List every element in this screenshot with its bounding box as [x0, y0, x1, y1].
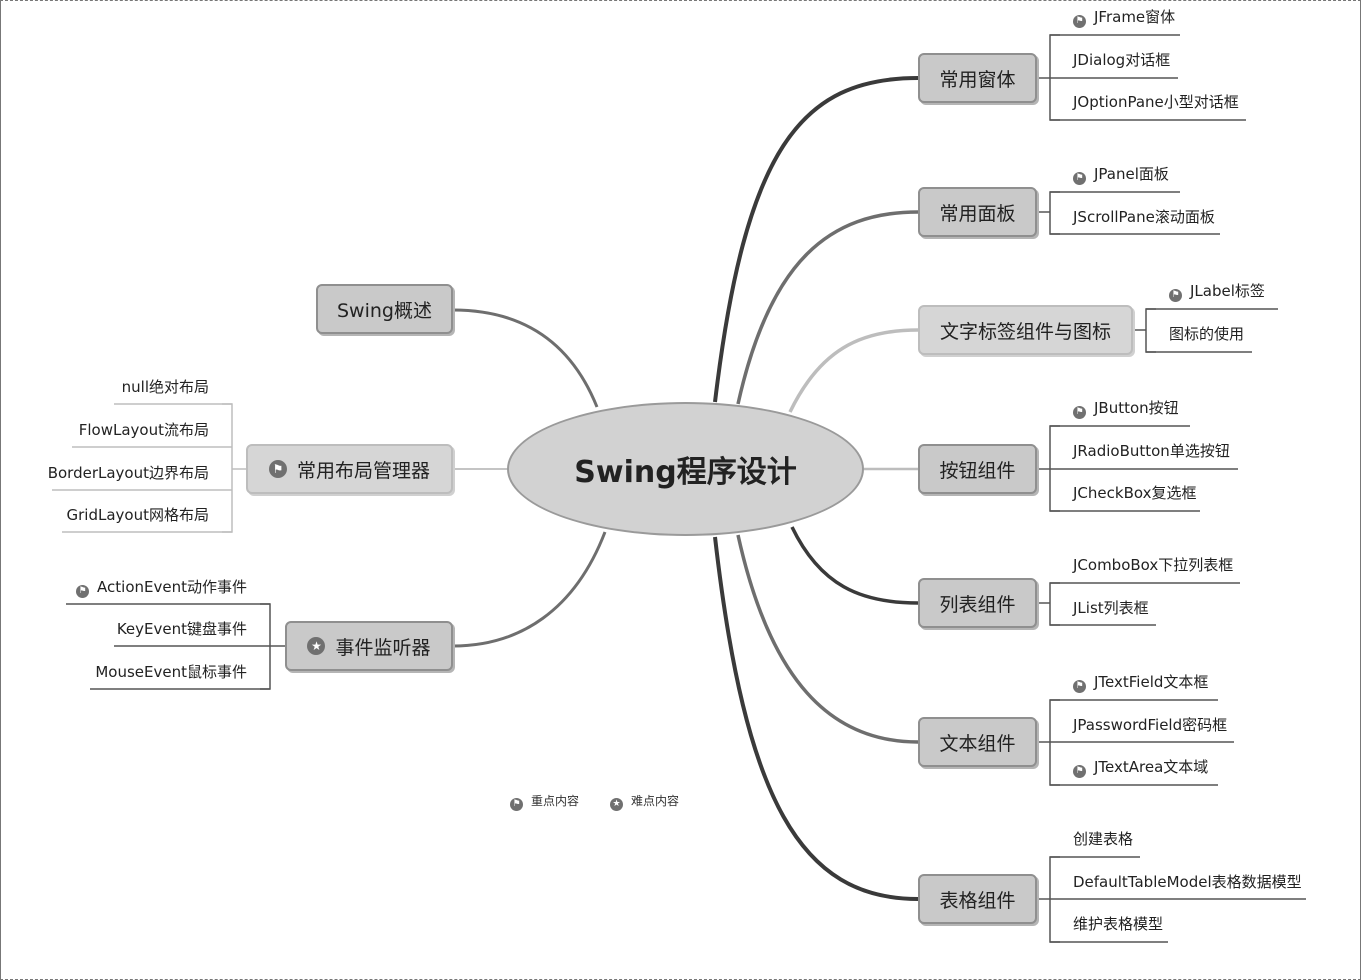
- topic-label: 事件监听器: [335, 636, 431, 659]
- topic-text-labels-icons[interactable]: 文字标签组件与图标: [918, 305, 1133, 355]
- leaf-grid-layout[interactable]: GridLayout网格布局: [66, 506, 209, 524]
- topic-common-panels[interactable]: 常用面板: [918, 187, 1037, 237]
- leaf-jdialog[interactable]: JDialog对话框: [1073, 51, 1171, 69]
- leaf-jframe[interactable]: ⚑ JFrame窗体: [1073, 8, 1175, 28]
- topic-layout-managers[interactable]: ⚑ 常用布局管理器: [246, 444, 453, 494]
- leaf-jtextarea[interactable]: ⚑ JTextArea文本域: [1073, 758, 1208, 778]
- flag-icon: ⚑: [76, 585, 90, 598]
- leaf-null-layout[interactable]: null绝对布局: [121, 378, 209, 396]
- leaf-jtextfield[interactable]: ⚑ JTextField文本框: [1073, 673, 1208, 693]
- topic-table-components[interactable]: 表格组件: [918, 874, 1037, 924]
- leaf-label: ActionEvent动作事件: [97, 578, 247, 596]
- branch-panel: [736, 210, 919, 405]
- leaf-label: JTextArea文本域: [1094, 758, 1209, 776]
- flag-icon: ⚑: [1073, 172, 1086, 185]
- leaf-jcombobox[interactable]: JComboBox下拉列表框: [1073, 556, 1234, 574]
- leaf-jscrollpane[interactable]: JScrollPane滚动面板: [1073, 208, 1215, 226]
- branch-window: [713, 76, 919, 403]
- leaf-create-table[interactable]: 创建表格: [1073, 830, 1134, 848]
- leaf-icon-usage[interactable]: 图标的使用: [1169, 325, 1245, 343]
- leaf-flow-layout[interactable]: FlowLayout流布局: [78, 421, 209, 439]
- topic-text-components[interactable]: 文本组件: [918, 717, 1037, 767]
- leaf-jpanel[interactable]: ⚑ JPanel面板: [1073, 165, 1169, 185]
- leaf-label: JLabel标签: [1190, 282, 1265, 300]
- leaf-label: JFrame窗体: [1094, 8, 1176, 26]
- leaf-label: JPanel面板: [1094, 165, 1169, 183]
- topic-swing-overview[interactable]: Swing概述: [316, 284, 453, 334]
- topic-common-windows[interactable]: 常用窗体: [918, 53, 1037, 103]
- leaf-defaulttablemodel[interactable]: DefaultTableModel表格数据模型: [1073, 873, 1302, 891]
- flag-icon: ⚑: [1073, 406, 1086, 419]
- leaf-label: JButton按钮: [1094, 399, 1179, 417]
- legend-label: 重点内容: [531, 794, 580, 808]
- leaf-joptionpane[interactable]: JOptionPane小型对话框: [1073, 93, 1239, 111]
- flag-icon: ⚑: [510, 798, 523, 811]
- leaf-key-event[interactable]: KeyEvent键盘事件: [116, 620, 247, 638]
- topic-list-components[interactable]: 列表组件: [918, 578, 1037, 628]
- flag-icon: ⚑: [1169, 289, 1182, 302]
- branch-label: [788, 328, 919, 413]
- topic-label: 常用布局管理器: [296, 459, 430, 482]
- leaf-mouse-event[interactable]: MouseEvent鼠标事件: [95, 663, 247, 681]
- branch-table: [713, 536, 919, 901]
- flag-icon: ⚑: [1073, 680, 1086, 693]
- leaf-label: JTextField文本框: [1094, 673, 1209, 691]
- legend-hard-content: ★ 难点内容: [610, 792, 679, 811]
- root-topic[interactable]: Swing程序设计: [507, 402, 864, 536]
- leaf-border-layout[interactable]: BorderLayout边界布局: [47, 464, 209, 482]
- branch-text: [736, 534, 919, 744]
- leaf-jradiobutton[interactable]: JRadioButton单选按钮: [1073, 442, 1230, 460]
- topic-button-components[interactable]: 按钮组件: [918, 444, 1037, 494]
- leaf-maintain-table-model[interactable]: 维护表格模型: [1073, 915, 1164, 933]
- leaf-jpasswordfield[interactable]: JPasswordField密码框: [1073, 716, 1228, 734]
- branch-list: [790, 526, 919, 605]
- flag-icon: ⚑: [1073, 15, 1086, 28]
- flag-icon: ⚑: [1073, 765, 1086, 778]
- branch-overview: [452, 308, 599, 408]
- star-icon: ★: [610, 798, 623, 811]
- topic-event-listeners[interactable]: ★ 事件监听器: [285, 621, 453, 671]
- branch-events: [452, 531, 607, 648]
- leaf-jcheckbox[interactable]: JCheckBox复选框: [1073, 484, 1197, 502]
- legend-key-content: ⚑ 重点内容: [510, 792, 579, 811]
- flag-icon: ⚑: [268, 460, 287, 478]
- leaf-jlabel[interactable]: ⚑ JLabel标签: [1169, 282, 1265, 302]
- leaf-jlist[interactable]: JList列表框: [1073, 599, 1149, 617]
- legend-label: 难点内容: [631, 794, 680, 808]
- star-icon: ★: [307, 637, 326, 655]
- leaf-action-event[interactable]: ⚑ ActionEvent动作事件: [76, 578, 247, 598]
- leaf-jbutton[interactable]: ⚑ JButton按钮: [1073, 399, 1179, 419]
